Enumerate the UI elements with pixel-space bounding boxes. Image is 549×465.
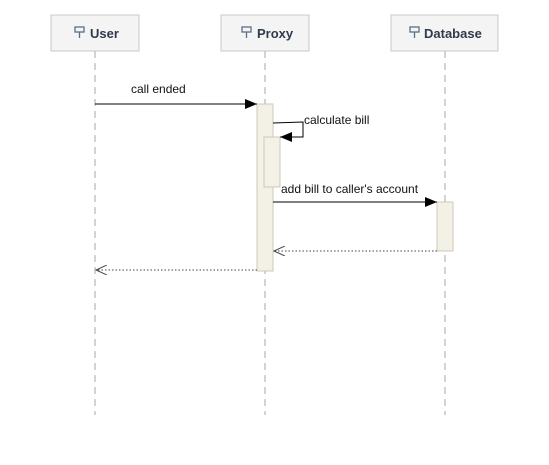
- lifeline-proxy-header[interactable]: [220, 14, 310, 52]
- lifeline-database-label: Database: [424, 26, 482, 41]
- activation-proxy-self: [263, 136, 281, 188]
- message-calculate-bill-arrow: [272, 121, 304, 142]
- lifeline-user-header[interactable]: [50, 14, 140, 52]
- message-add-bill-label: add bill to caller's account: [281, 182, 419, 196]
- lifeline-user-label: User: [90, 26, 119, 41]
- activation-database: [436, 201, 454, 252]
- message-add-bill[interactable]: add bill to caller's account: [273, 182, 437, 207]
- message-call-ended[interactable]: call ended: [95, 82, 257, 109]
- lifeline-icon: [409, 26, 420, 38]
- message-calculate-bill[interactable]: calculate bill: [272, 113, 369, 142]
- lifeline-proxy[interactable]: Proxy: [220, 14, 310, 415]
- message-calculate-bill-label: calculate bill: [304, 113, 369, 127]
- message-call-ended-label: call ended: [131, 82, 186, 96]
- lifeline-database-header[interactable]: [390, 14, 499, 52]
- lifeline-icon: [241, 26, 252, 38]
- lifeline-icon: [74, 26, 85, 38]
- lifeline-user[interactable]: User: [50, 14, 140, 415]
- lifeline-proxy-label: Proxy: [257, 26, 294, 41]
